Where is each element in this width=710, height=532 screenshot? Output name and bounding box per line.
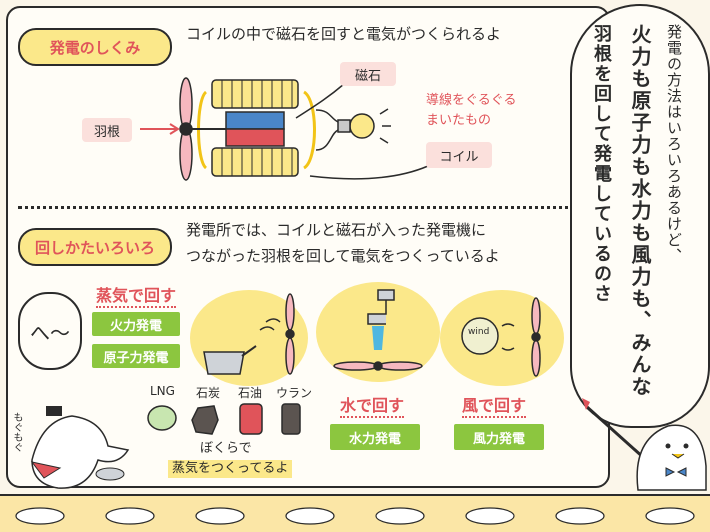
fuel-note-line1: ぼくらで <box>200 441 252 456</box>
section1-title: 発電のしくみ <box>49 38 141 57</box>
coil-label: コイル <box>426 142 492 168</box>
narrator-bird-icon <box>582 398 707 491</box>
wind-power-tag: 風力発電 <box>454 424 544 450</box>
hydro-power-tag: 水力発電 <box>330 424 420 450</box>
wind-power-label: 風力発電 <box>472 431 525 447</box>
pinwheel-fan-icon <box>461 297 541 377</box>
pinwheel-word: wind <box>468 327 490 337</box>
generator-diagram <box>140 77 429 181</box>
fuel-note-line2: 蒸気をつくってるよ <box>168 460 293 478</box>
nuclear-power-tag: 原子力発電 <box>92 344 180 368</box>
section2-title-bubble: 回しかたいろいろ <box>18 228 172 266</box>
duck-speech-bubble: へ〜 <box>18 292 82 370</box>
hydro-power-label: 水力発電 <box>348 431 401 447</box>
section1-title-bubble: 発電のしくみ <box>18 28 172 66</box>
thermal-power-label: 火力発電 <box>109 318 162 334</box>
narrator-speech-bubble: 発電の方法はいろいろあるけど、 火力も原子力も水力も風力も、みんな 羽根を回して… <box>570 4 710 428</box>
bottom-plates-decoration <box>15 507 695 525</box>
coil-top <box>211 79 299 109</box>
section2-caption-line1: 発電所では、コイルと磁石が入った発電機に <box>186 221 487 239</box>
faucet-icon <box>333 289 423 371</box>
oil-drum-icon <box>239 403 263 435</box>
light-bulb-icon <box>337 108 391 144</box>
speech-line2: 火力も原子力も水力も風力も、みんな <box>628 24 652 398</box>
fuel-uranium-label: ウラン <box>276 386 313 400</box>
water-heading: 水で回す <box>340 392 405 418</box>
coal-character-icon <box>191 405 219 435</box>
section-divider <box>18 206 588 209</box>
steam-heading: 蒸気で回す <box>96 282 177 308</box>
fuel-coal-label: 石炭 <box>196 386 221 400</box>
wire-note-line2: まいたもの <box>426 113 492 128</box>
section1-caption: コイルの中で磁石を回すと電気がつくられるよ <box>186 25 502 43</box>
magnet-south <box>225 111 285 130</box>
fuel-oil-label: 石油 <box>238 386 263 400</box>
munch-sound: もぐもぐ <box>11 412 22 452</box>
wind-illustration-bg <box>440 290 564 386</box>
lng-character-icon <box>147 405 177 431</box>
kettle-icon <box>203 293 295 375</box>
thermal-power-tag: 火力発電 <box>92 312 180 336</box>
blade-label: 羽根 <box>82 118 132 142</box>
coil-bottom <box>211 147 299 177</box>
magnet-north <box>225 128 285 147</box>
fuel-lng-label: LNG <box>150 384 175 398</box>
duck-character-icon <box>30 406 130 489</box>
section2-caption-line2: つながった羽根を回して電気をつくっているよ <box>186 247 500 265</box>
speech-line1: 発電の方法はいろいろあるけど、 <box>665 24 683 264</box>
wind-heading: 風で回す <box>462 392 527 418</box>
wire-note-line1: 導線をぐるぐる <box>426 93 517 108</box>
speech-line3: 羽根を回して発電しているのさ <box>591 24 612 304</box>
blade-label-text: 羽根 <box>93 124 120 140</box>
uranium-character-icon <box>281 403 301 435</box>
coil-label-text: コイル <box>439 149 479 165</box>
fuel-characters <box>147 403 301 435</box>
magnet-label-text: 磁石 <box>354 68 381 84</box>
nuclear-power-label: 原子力発電 <box>103 350 169 366</box>
section2-title: 回しかたいろいろ <box>34 238 155 257</box>
propeller-icon <box>179 77 193 181</box>
duck-reaction: へ〜 <box>30 320 70 345</box>
magnet-label: 磁石 <box>340 62 396 86</box>
